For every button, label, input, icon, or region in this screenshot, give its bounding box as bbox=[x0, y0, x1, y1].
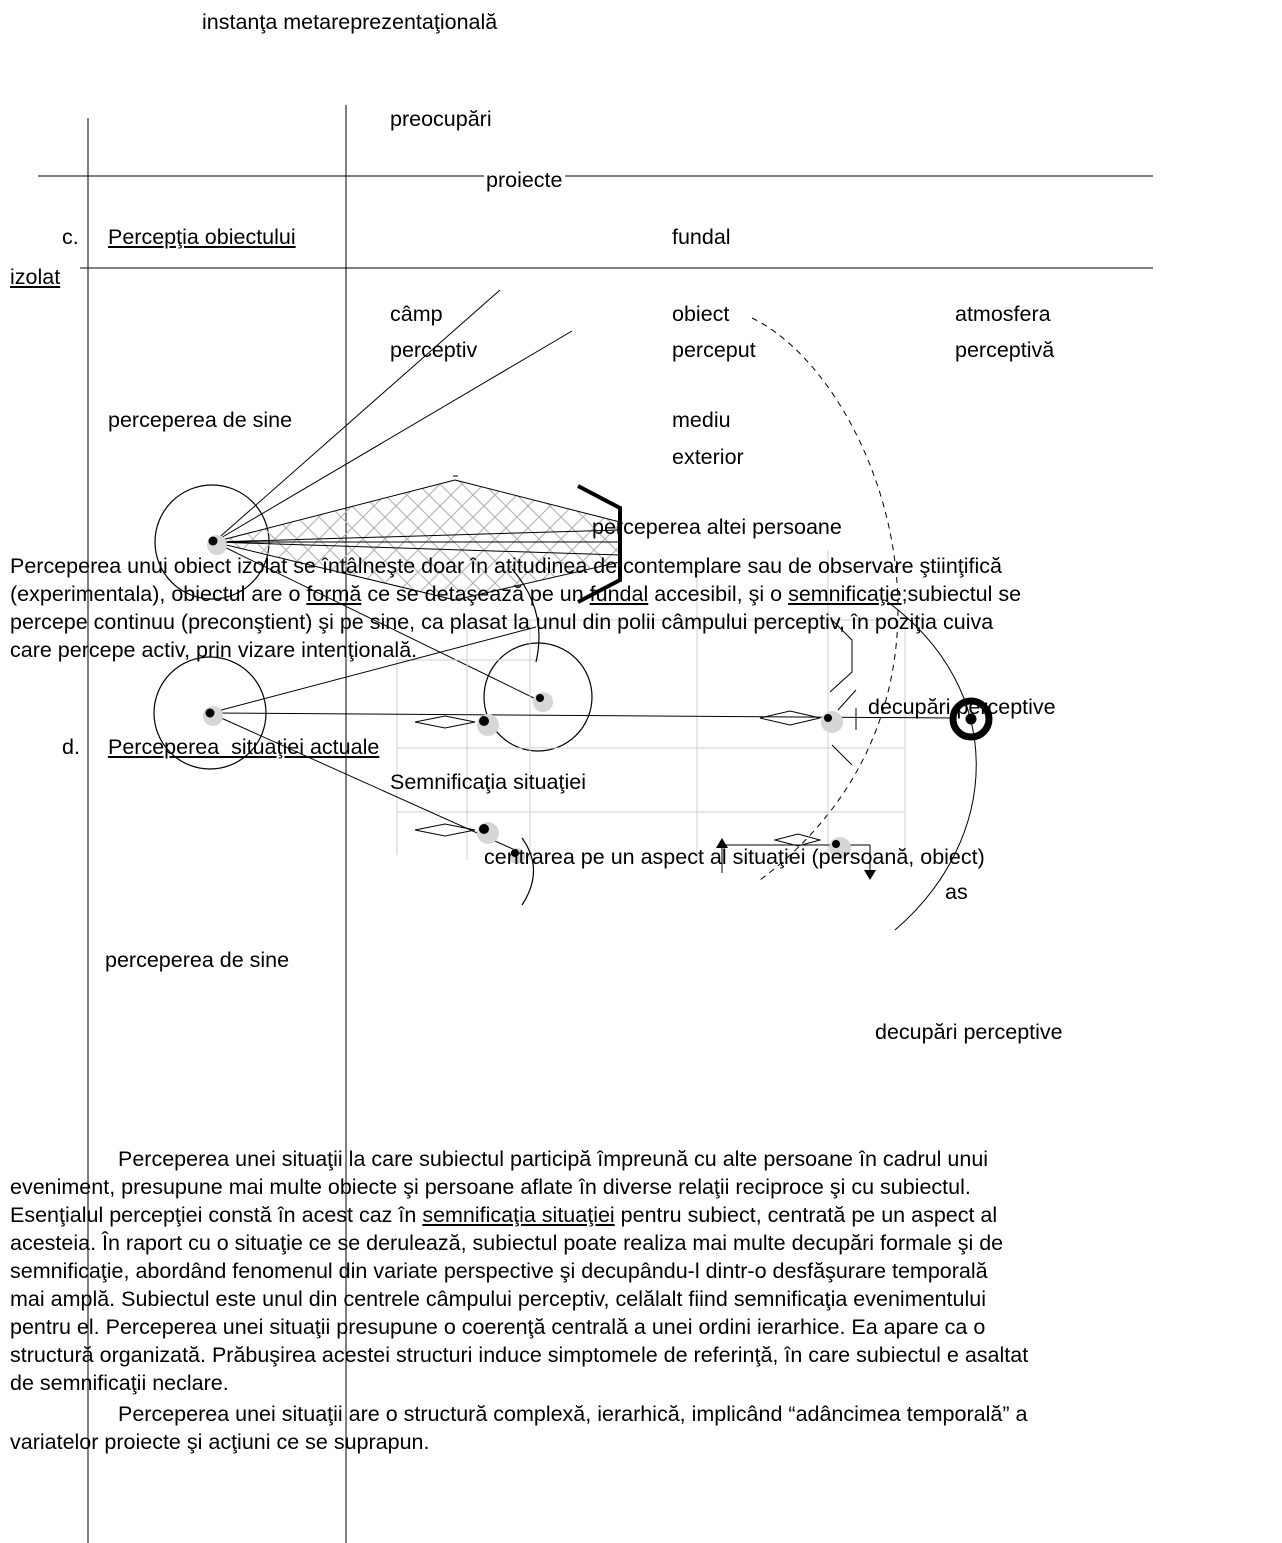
section-d-paragraph-2: Perceperea unei situaţii are o structură… bbox=[10, 1400, 1272, 1456]
section-d-p2-line-2: variatelor proiecte şi acţiuni ce se sup… bbox=[10, 1430, 430, 1454]
section-c-paragraph: Perceperea unui obiect izolat se întâlne… bbox=[10, 552, 1272, 664]
section-d-paragraph-1: Perceperea unei situaţii la care subiect… bbox=[10, 1145, 1272, 1397]
section-d-p1-line-9: de semnificaţii neclare. bbox=[10, 1371, 229, 1395]
section-d-p1-line-5: semnificaţie, abordând fenomenul din var… bbox=[10, 1259, 988, 1283]
label-perceptive-field-1: câmp bbox=[390, 302, 443, 326]
label-self-perception-top: perceperea de sine bbox=[108, 408, 293, 432]
section-c-line-4: care percepe activ, prin vizare intenţio… bbox=[10, 638, 418, 662]
label-other-person: perceperea altei persoane bbox=[592, 515, 842, 539]
section-c-line-2: (experimentala), obiectul are o formă ce… bbox=[10, 582, 1022, 606]
label-perceived-object-2: perceput bbox=[672, 338, 756, 362]
label-centering: centrarea pe un aspect al situaţiei (per… bbox=[484, 845, 985, 869]
label-perceptive-field-2: perceptiv bbox=[390, 338, 478, 362]
term-semnificatia-situatiei: semnificaţia situaţiei bbox=[422, 1203, 615, 1227]
section-c-line-1: Perceperea unui obiect izolat se întâlne… bbox=[10, 554, 1002, 578]
label-perceived-object-1: obiect bbox=[672, 302, 730, 326]
label-perceptive-cuts-2: decupări perceptive bbox=[875, 1020, 1063, 1044]
label-perceptive-cuts-1: decupări perceptive bbox=[868, 695, 1056, 719]
term-forma: formă bbox=[306, 582, 362, 606]
section-d-p1-line-4: acesteia. În raport cu o situaţie ce se … bbox=[10, 1231, 1004, 1255]
label-atmosphere-2: perceptivă bbox=[955, 338, 1055, 362]
section-c-title-cont: izolat bbox=[10, 265, 61, 289]
section-d-title: Perceperea situaţiei actuale bbox=[108, 735, 380, 759]
section-d-letter: d. bbox=[62, 735, 80, 759]
section-c-title: Percepţia obiectului bbox=[108, 225, 296, 249]
section-d-p1-line-3: Esenţialul percepţiei constă în acest ca… bbox=[10, 1203, 998, 1227]
label-projects: proiecte bbox=[484, 168, 565, 194]
section-d-p1-line-8: structură organizată. Prăbuşirea acestei… bbox=[10, 1343, 1029, 1367]
section-c-letter: c. bbox=[62, 225, 79, 249]
label-external-env-1: mediu bbox=[672, 408, 731, 432]
label-self-perception-bottom: perceperea de sine bbox=[105, 948, 290, 972]
label-as: as bbox=[945, 880, 968, 904]
label-atmosphere-1: atmosfera bbox=[955, 302, 1051, 326]
section-c-line-3: percepe continuu (preconştient) şi pe si… bbox=[10, 610, 994, 634]
term-semnificatie: semnificaţie bbox=[788, 582, 902, 606]
label-preoccupations: preocupări bbox=[390, 107, 492, 131]
label-background: fundal bbox=[672, 225, 731, 249]
section-d-p1-line-7: pentru el. Perceperea unei situaţii pres… bbox=[10, 1315, 986, 1339]
label-meta-instance: instanţa metareprezentaţională bbox=[202, 10, 498, 34]
label-external-env-2: exterior bbox=[672, 445, 744, 469]
section-d-p1-line-2: eveniment, presupune mai multe obiecte ş… bbox=[10, 1175, 971, 1199]
section-d-p1-line-1: Perceperea unei situaţii la care subiect… bbox=[118, 1147, 989, 1171]
label-situation-meaning: Semnificaţia situaţiei bbox=[390, 770, 586, 794]
term-fundal: fundal bbox=[589, 582, 649, 606]
section-d-p2-line-1: Perceperea unei situaţii are o structură… bbox=[118, 1402, 1028, 1426]
section-d-p1-line-6: mai amplă. Subiectul este unul din centr… bbox=[10, 1287, 986, 1311]
